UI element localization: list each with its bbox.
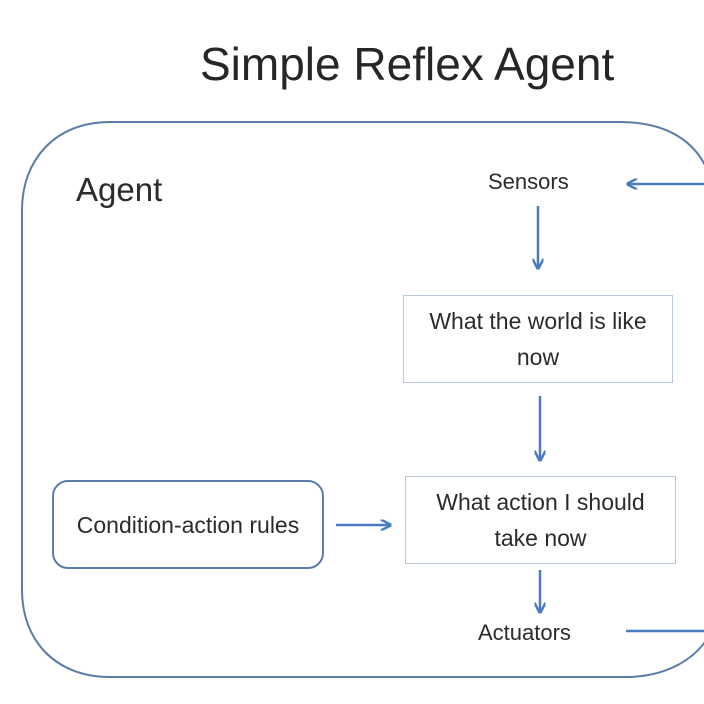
action-choice-text: What action I should take now	[436, 489, 645, 551]
world-state-text: What the world is like now	[429, 308, 647, 370]
condition-action-rules-text: Condition-action rules	[76, 511, 300, 538]
condition-action-rules-box: Condition-action rules	[52, 480, 324, 569]
world-state-box: What the world is like now	[403, 295, 673, 383]
diagram-title: Simple Reflex Agent	[200, 38, 615, 90]
sensors-label: Sensors	[488, 169, 569, 194]
agent-container	[21, 121, 704, 678]
action-choice-box: What action I should take now	[405, 476, 676, 564]
actuators-label: Actuators	[478, 620, 571, 645]
agent-label: Agent	[76, 171, 163, 208]
